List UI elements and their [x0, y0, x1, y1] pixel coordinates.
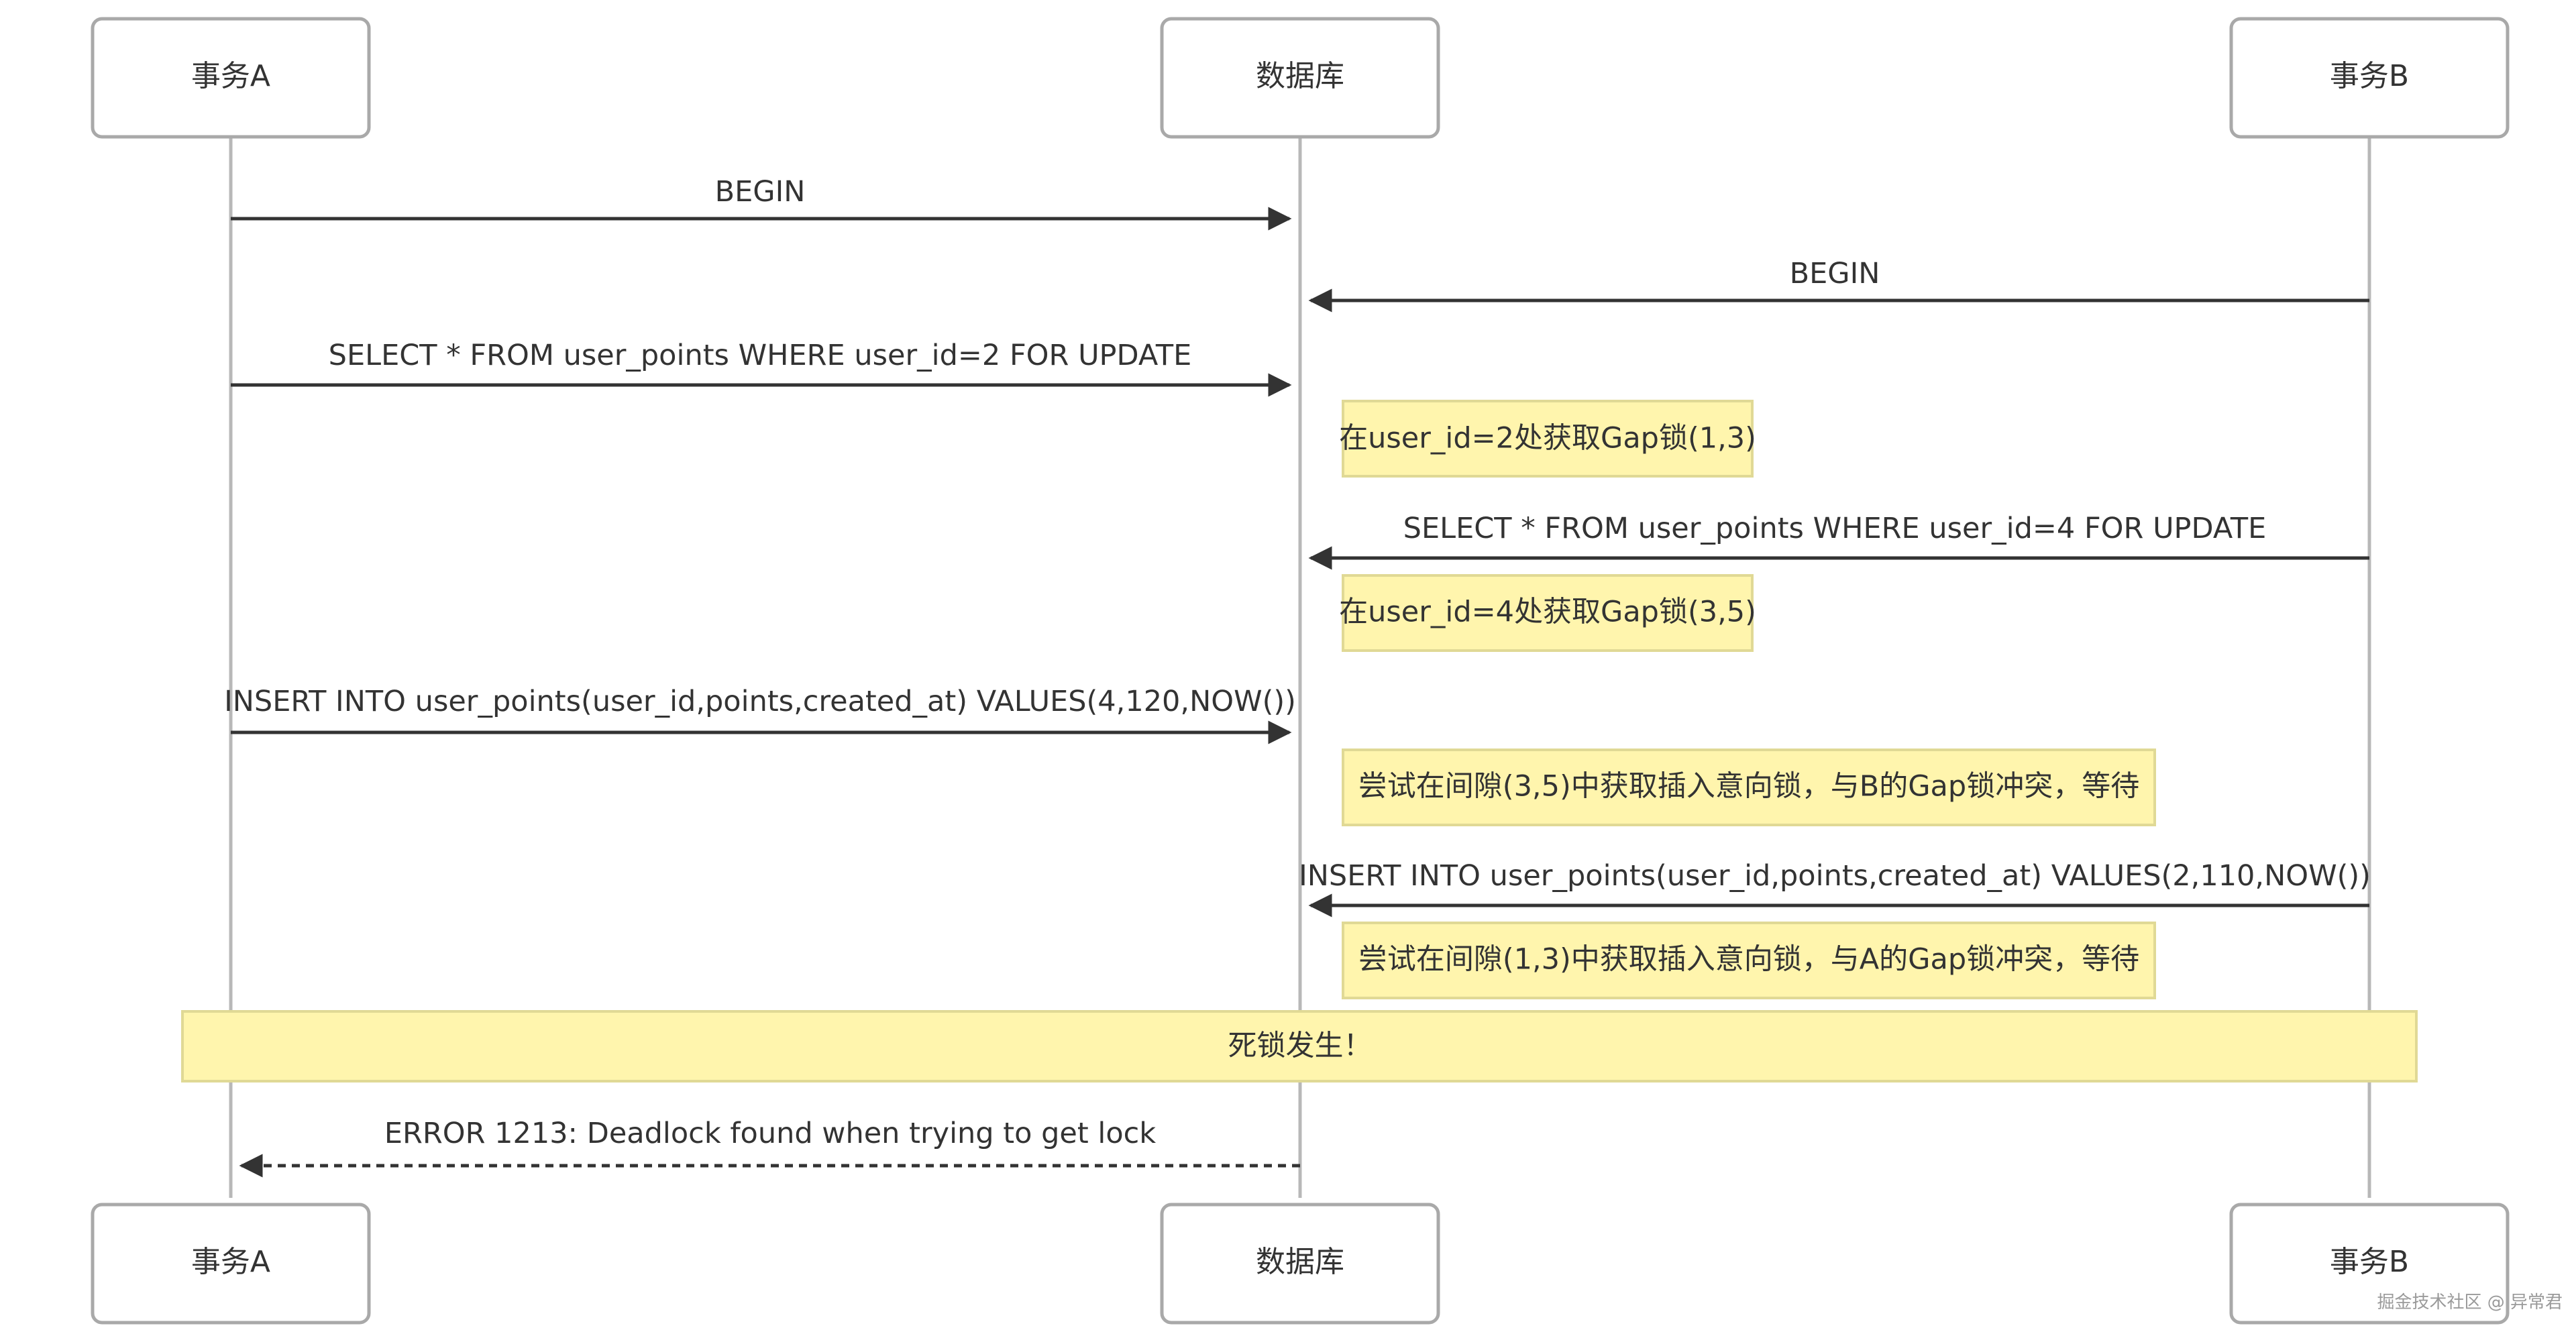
message-a-select-label: SELECT * FROM user_points WHERE user_id=…	[329, 339, 1192, 372]
note-gap-lock-b: 在user_id=4处获取Gap锁(3,5)	[1339, 574, 1756, 652]
actor-transaction-b-top-label: 事务B	[2330, 59, 2409, 93]
note-gap-lock-a: 在user_id=2处获取Gap锁(1,3)	[1339, 400, 1756, 478]
note-gap-lock-b-text: 在user_id=4处获取Gap锁(3,5)	[1339, 596, 1756, 629]
note-insert-intention-b-text: 尝试在间隙(1,3)中获取插入意向锁，与A的Gap锁冲突，等待	[1358, 943, 2139, 977]
actor-transaction-b-bottom-label: 事务B	[2330, 1245, 2409, 1279]
actor-database-top-label: 数据库	[1256, 59, 1344, 93]
message-a-insert: INSERT INTO user_points(user_id,points,c…	[224, 685, 1296, 744]
message-error-deadlock: ERROR 1213: Deadlock found when trying t…	[239, 1117, 1300, 1178]
note-deadlock: 死锁发生！	[181, 1010, 2418, 1083]
message-error-deadlock-label: ERROR 1213: Deadlock found when trying t…	[384, 1117, 1156, 1150]
message-b-begin-label: BEGIN	[1790, 257, 1880, 290]
actor-database-bottom-label: 数据库	[1256, 1245, 1344, 1279]
message-b-insert: INSERT INTO user_points(user_id,points,c…	[1299, 859, 2371, 918]
note-deadlock-text: 死锁发生！	[1228, 1030, 1373, 1063]
actor-database-top: 数据库	[1160, 17, 1440, 139]
actor-transaction-a-bottom: 事务A	[91, 1203, 371, 1325]
message-b-select: SELECT * FROM user_points WHERE user_id=…	[1308, 512, 2369, 570]
message-b-select-label: SELECT * FROM user_points WHERE user_id=…	[1403, 512, 2267, 545]
message-b-insert-label: INSERT INTO user_points(user_id,points,c…	[1299, 859, 2371, 893]
actor-transaction-a-bottom-label: 事务A	[191, 1245, 270, 1279]
actor-transaction-a-top-label: 事务A	[191, 59, 270, 93]
message-b-begin: BEGIN	[1308, 257, 2369, 313]
note-gap-lock-a-text: 在user_id=2处获取Gap锁(1,3)	[1339, 422, 1756, 455]
actor-transaction-b-bottom: 事务B	[2229, 1203, 2510, 1325]
note-insert-intention-a-text: 尝试在间隙(3,5)中获取插入意向锁，与B的Gap锁冲突，等待	[1358, 770, 2139, 803]
actor-transaction-a-top: 事务A	[91, 17, 371, 139]
actor-database-bottom: 数据库	[1160, 1203, 1440, 1325]
message-a-begin: BEGIN	[231, 175, 1292, 231]
actor-transaction-b-top: 事务B	[2229, 17, 2510, 139]
watermark-text: 掘金技术社区 @ 异常君	[2377, 1292, 2563, 1313]
message-a-insert-label: INSERT INTO user_points(user_id,points,c…	[224, 685, 1296, 718]
message-a-begin-label: BEGIN	[715, 175, 806, 209]
message-a-select: SELECT * FROM user_points WHERE user_id=…	[231, 339, 1292, 397]
note-insert-intention-b: 尝试在间隙(1,3)中获取插入意向锁，与A的Gap锁冲突，等待	[1342, 922, 2156, 999]
note-insert-intention-a: 尝试在间隙(3,5)中获取插入意向锁，与B的Gap锁冲突，等待	[1342, 748, 2156, 826]
